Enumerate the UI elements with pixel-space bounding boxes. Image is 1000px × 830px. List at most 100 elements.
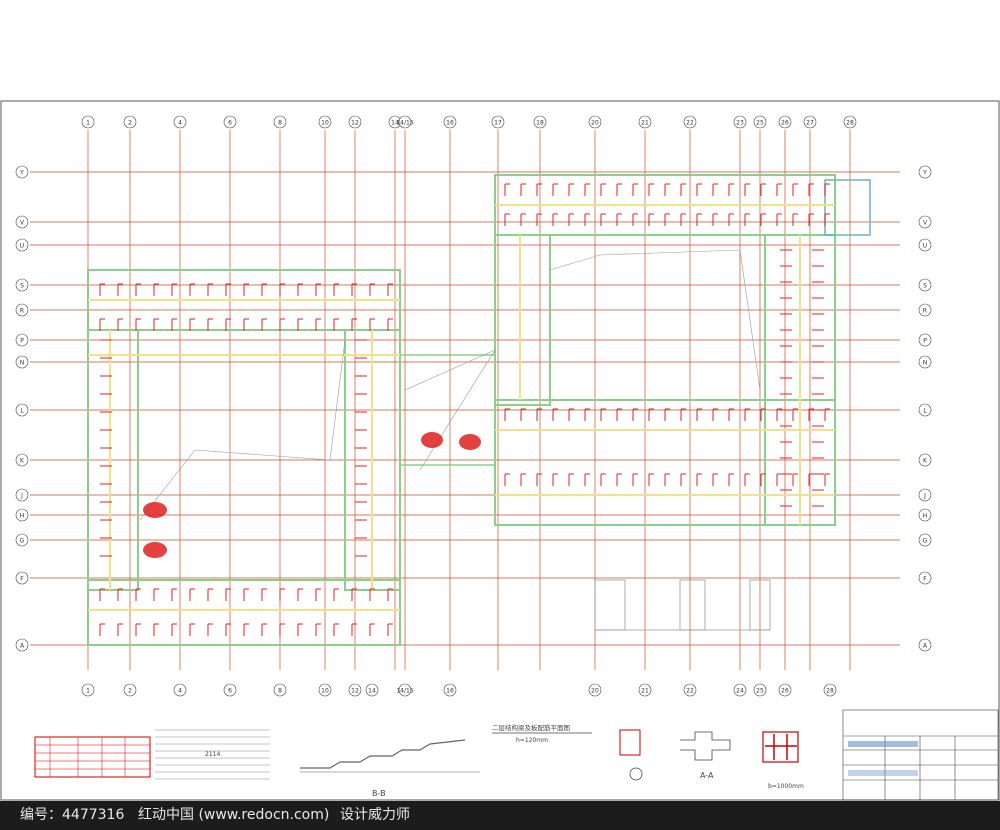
svg-text:28: 28: [846, 120, 854, 127]
svg-text:8: 8: [278, 120, 282, 127]
misc-value: 2114.: [205, 751, 222, 758]
image-id-label: 编号：4477316: [20, 807, 125, 823]
axis-bottom-14: 25: [753, 683, 767, 697]
axis-top-14: 22: [683, 115, 697, 129]
axis-top-13: 21: [638, 115, 652, 129]
axis-top-3: 6: [223, 115, 237, 129]
svg-text:18: 18: [536, 120, 544, 127]
axis-right-2: U: [918, 238, 932, 252]
axis-bottom-3: 6: [223, 683, 237, 697]
svg-text:U: U: [923, 243, 927, 250]
axis-bottom-2: 4: [173, 683, 187, 697]
drawing-border: [0, 100, 1000, 801]
axis-top-6: 12: [348, 115, 362, 129]
axis-right-1: V: [918, 215, 932, 229]
axis-right-6: N: [918, 355, 932, 369]
beam-lines: [88, 204, 835, 611]
svg-text:A: A: [20, 643, 25, 650]
svg-text:12: 12: [351, 120, 359, 127]
axis-bottom-12: 22: [683, 683, 697, 697]
section-note: b=1000mm: [768, 783, 804, 790]
axis-left-6: N: [15, 355, 29, 369]
svg-text:H: H: [923, 513, 928, 520]
axis-top-8: 14/15: [396, 115, 414, 129]
svg-text:10: 10: [321, 688, 329, 695]
axis-right-5: P: [918, 333, 932, 347]
axis-top-17: 26: [778, 115, 792, 129]
west-west-wing: [87, 329, 139, 591]
svg-text:16: 16: [446, 688, 454, 695]
svg-text:Y: Y: [19, 170, 24, 177]
axis-left-9: J: [15, 488, 29, 502]
notes-table: [34, 729, 270, 780]
axis-bottom-15: 26: [778, 683, 792, 697]
courtyard-leaders: [139, 249, 761, 521]
axis-right-3: S: [918, 278, 932, 292]
axis-top-12: 20: [588, 115, 602, 129]
svg-text:L: L: [20, 408, 24, 415]
axis-left-3: S: [15, 278, 29, 292]
axis-left-2: U: [15, 238, 29, 252]
svg-text:2: 2: [128, 120, 132, 127]
axis-right-7: L: [918, 403, 932, 417]
section-bb-detail: B-B: [300, 739, 480, 798]
rebar-detail-circles: [143, 432, 481, 558]
svg-text:A: A: [923, 643, 928, 650]
site-label: 红动中国 (www.redocn.com): [138, 807, 330, 823]
axis-left-8: K: [15, 453, 29, 467]
svg-text:K: K: [923, 458, 928, 465]
svg-text:G: G: [923, 538, 928, 545]
axis-left-0: Y: [15, 165, 29, 179]
svg-text:27: 27: [806, 120, 814, 127]
axis-top-16: 25: [753, 115, 767, 129]
plan-title: 二层结构梁及板配筋平面图: [492, 723, 570, 732]
svg-text:N: N: [20, 360, 25, 367]
svg-text:P: P: [20, 338, 24, 345]
axis-bottom-1: 2: [123, 683, 137, 697]
axis-right-9: J: [918, 488, 932, 502]
svg-text:R: R: [20, 308, 24, 315]
connecting-corridor: [399, 354, 496, 466]
svg-text:14/15: 14/15: [396, 688, 413, 695]
svg-text:1: 1: [86, 688, 90, 695]
svg-text:V: V: [923, 220, 928, 227]
axis-top-10: 17: [491, 115, 505, 129]
designer-label: 设计威力师: [340, 807, 410, 823]
svg-text:S: S: [20, 283, 24, 290]
axis-bottom-0: 1: [81, 683, 95, 697]
svg-text:G: G: [20, 538, 25, 545]
stair-hatch: [594, 579, 771, 631]
axis-left-10: H: [15, 508, 29, 522]
axis-top-1: 2: [123, 115, 137, 129]
axis-left-13: A: [15, 638, 29, 652]
svg-text:14: 14: [391, 120, 399, 127]
svg-text:17: 17: [494, 120, 502, 127]
svg-text:10: 10: [321, 120, 329, 127]
svg-text:4: 4: [178, 688, 182, 695]
axis-right-4: R: [918, 303, 932, 317]
axis-bottom-11: 21: [638, 683, 652, 697]
axis-bottom-7: 14: [365, 683, 379, 697]
axis-right-11: G: [918, 533, 932, 547]
axis-right-8: K: [918, 453, 932, 467]
axis-right-0: Y: [918, 165, 932, 179]
axis-top-0: 1: [81, 115, 95, 129]
svg-text:8: 8: [278, 688, 282, 695]
svg-text:H: H: [20, 513, 25, 520]
svg-text:V: V: [20, 220, 25, 227]
axis-bottom-13: 24: [733, 683, 747, 697]
east-west-wing: [494, 234, 551, 406]
axis-bottom-16: 28: [823, 683, 837, 697]
axis-bottom-6: 12: [348, 683, 362, 697]
watermark-footer: 编号：4477316 红动中国 (www.redocn.com) 设计威力师: [0, 801, 1000, 830]
axis-bottom-10: 20: [588, 683, 602, 697]
section-bb-label: B-B: [372, 789, 386, 798]
axis-left-7: L: [15, 403, 29, 417]
svg-text:Y: Y: [922, 170, 927, 177]
axis-top-18: 27: [803, 115, 817, 129]
axis-left-1: V: [15, 215, 29, 229]
svg-text:16: 16: [446, 120, 454, 127]
